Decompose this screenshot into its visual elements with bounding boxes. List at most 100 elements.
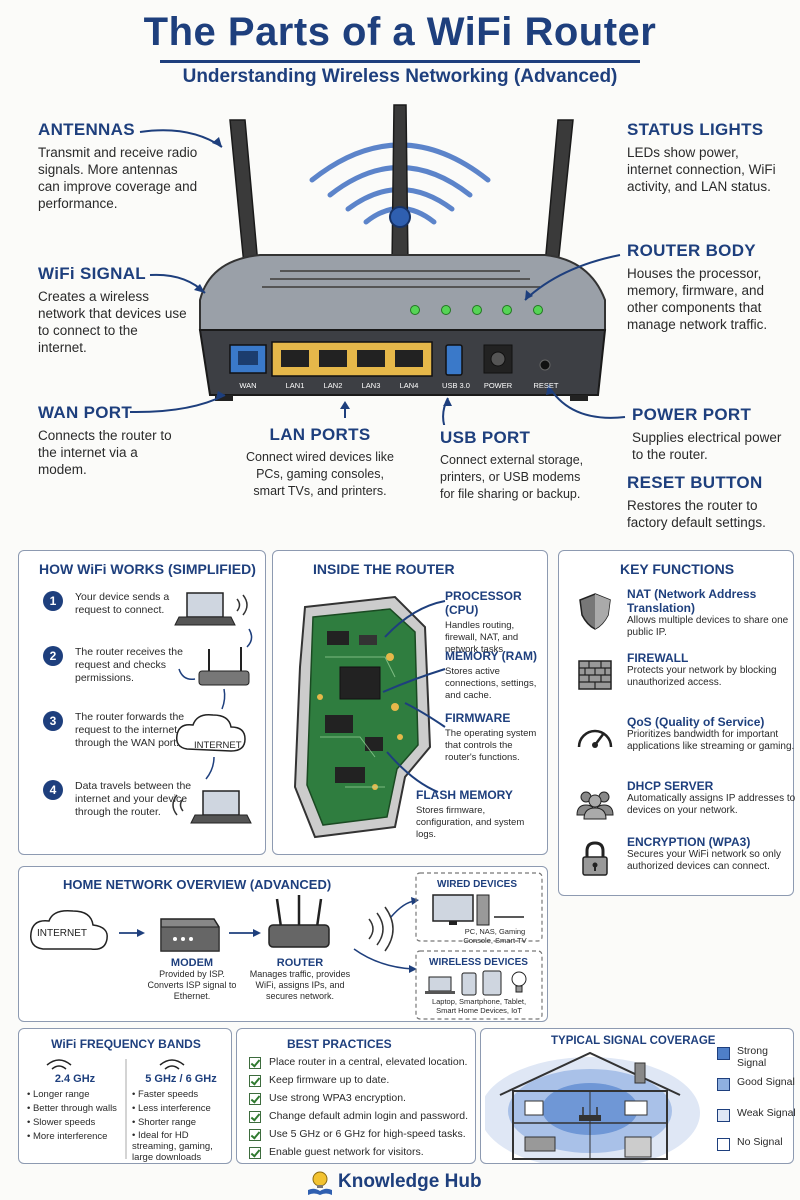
checkbox-icon [249, 1111, 261, 1123]
practice-text: Place router in a central, elevated loca… [269, 1056, 468, 1068]
key-function-nat: NAT (Network Address Translation) Allows… [569, 587, 794, 649]
step-number: 2 [43, 646, 63, 666]
key-functions-panel: KEY FUNCTIONS NAT (Network Address Trans… [558, 550, 795, 896]
callout-title: USB PORT [440, 428, 531, 447]
callout-title: ROUTER BODY [627, 241, 756, 260]
callout-text: Connect external storage, printers, or U… [440, 453, 584, 501]
port-label-lan2: LAN2 [323, 381, 343, 390]
panel-title: HOW WiFi WORKS (SIMPLIFIED) [39, 561, 256, 577]
laptop-icon [174, 592, 236, 626]
band-5-6-block: 5 GHz / 6 GHz Faster speeds Less interfe… [132, 1073, 230, 1163]
function-title: QoS (Quality of Service) [627, 715, 765, 729]
legend-label: Strong Signal [737, 1045, 768, 1069]
callout-text: Connect wired devices like PCs, gaming c… [246, 450, 394, 498]
speedometer-icon [577, 729, 613, 748]
step-text: Data travels between the internet and yo… [75, 780, 192, 818]
panel-title: HOME NETWORK OVERVIEW (ADVANCED) [63, 877, 332, 892]
internet-label: INTERNET [37, 928, 87, 939]
cloud-label: INTERNET [194, 740, 242, 751]
practice-text: Use 5 GHz or 6 GHz for high-speed tasks. [269, 1128, 466, 1140]
cpu-chip [339, 666, 381, 700]
callout-wifi-signal: WiFi SIGNAL Creates a wireless network t… [38, 264, 188, 356]
key-function-qos: QoS (Quality of Service) Prioritizes ban… [569, 715, 794, 777]
part-text: Stores active connections, settings, and… [445, 666, 537, 701]
port-label-reset: RESET [533, 381, 559, 390]
legend-label: Weak Signal [737, 1107, 796, 1119]
step-text: Your device sends a request to connect. [75, 591, 170, 616]
desktop-pc-icon [432, 894, 524, 926]
wireless-devices-icons [425, 970, 527, 996]
callout-text: Restores the router to factory default s… [627, 498, 766, 530]
step-text: The router forwards the request to the i… [75, 711, 185, 749]
panel-title: WiFi FREQUENCY BANDS [51, 1037, 201, 1051]
wifi-flow-illustration [172, 592, 253, 824]
padlock-icon [582, 841, 608, 876]
step-number: 1 [43, 591, 63, 611]
step-2: 2 The router receives the request and ch… [43, 646, 195, 685]
band-points: Longer range Better through walls Slower… [27, 1088, 123, 1144]
part-title: PROCESSOR (CPU) [445, 589, 522, 617]
lightbulb-book-icon [308, 1171, 332, 1195]
inside-router-panel: INSIDE THE ROUTER PROCESSOR (CPU) Handle… [272, 550, 548, 855]
modem-title: MODEM [170, 957, 214, 969]
callout-status-lights: STATUS LIGHTS LEDs show power, internet … [627, 120, 787, 195]
how-wifi-works-panel: HOW WiFi WORKS (SIMPLIFIED) 1 Your devic… [18, 550, 266, 855]
antenna-node [389, 206, 411, 228]
band-point: Less interference [132, 1102, 230, 1116]
router-in-house-icon [579, 1115, 601, 1121]
inside-part-ram: MEMORY (RAM) Stores active connections, … [445, 649, 545, 702]
router-node: ROUTER Manages traffic, provides WiFi, a… [247, 957, 353, 1002]
band-point: More interference [27, 1130, 123, 1144]
part-title: MEMORY (RAM) [445, 649, 537, 663]
router-illustration [129, 104, 626, 425]
port-label-lan1: LAN1 [285, 381, 305, 390]
function-text: Protects your network by blocking unauth… [627, 665, 777, 688]
wireless-devices-title: WIRELESS DEVICES [429, 957, 528, 968]
footer-brand: Knowledge Hub [300, 1168, 500, 1196]
port-label-wan: WAN [239, 381, 257, 390]
cloud-icon [30, 909, 108, 951]
band-point: Shorter range [132, 1116, 230, 1130]
checkbox-icon [249, 1147, 261, 1159]
home-network-panel: HOME NETWORK OVERVIEW (ADVANCED) [18, 866, 548, 1022]
modem-text: Provided by ISP. Converts ISP signal to … [147, 969, 237, 1001]
router-title: ROUTER [276, 957, 324, 969]
practice-item: Enable guest network for visitors. [249, 1145, 474, 1165]
wired-devices-text: PC, NAS, Gaming Console, Smart TV [463, 927, 527, 945]
legend-swatch [717, 1047, 730, 1060]
callout-usb-port: USB PORT Connect external storage, print… [440, 428, 590, 503]
function-title: ENCRYPTION (WPA3) [627, 835, 751, 849]
step-1: 1 Your device sends a request to connect… [43, 591, 195, 617]
function-text: Prioritizes bandwidth for important appl… [627, 729, 795, 752]
house-coverage-illustration [485, 1051, 700, 1163]
brand-name: Knowledge Hub [338, 1171, 482, 1192]
callout-title: WiFi SIGNAL [38, 264, 146, 283]
part-text: Handles routing, firewall, NAT, and netw… [445, 620, 519, 655]
users-icon [576, 791, 614, 820]
circuit-board-illustration [293, 595, 432, 839]
callout-router-body: ROUTER BODY Houses the processor, memory… [627, 241, 792, 333]
router-body [199, 254, 606, 331]
callout-title: LAN PORTS [269, 425, 371, 444]
page-subtitle: Understanding Wireless Networking (Advan… [182, 66, 618, 87]
step-number: 3 [43, 711, 63, 731]
practice-text: Enable guest network for visitors. [269, 1146, 424, 1158]
port-label-power: POWER [483, 381, 513, 390]
checkbox-icon [249, 1057, 261, 1069]
signal-coverage-panel: TYPICAL SIGNAL COVERAGE Strong Signal Go… [480, 1028, 796, 1164]
callout-lan-ports: LAN PORTS Connect wired devices like PCs… [240, 425, 400, 500]
band-point: Faster speeds [132, 1088, 230, 1102]
part-text: The operating system that controls the r… [445, 728, 537, 763]
practice-item: Use strong WPA3 encryption. [249, 1091, 474, 1111]
practice-text: Use strong WPA3 encryption. [269, 1092, 406, 1104]
band-point: Longer range [27, 1088, 123, 1102]
router-mini-icon [198, 647, 250, 686]
function-text: Allows multiple devices to share one pub… [627, 615, 789, 638]
port-label-usb: USB 3.0 [442, 381, 470, 390]
band-name: 2.4 GHz [54, 1073, 96, 1085]
wifi-icon [46, 1059, 185, 1070]
best-practices-panel: BEST PRACTICES Place router in a central… [236, 1028, 476, 1164]
legend-label: No Signal [737, 1136, 783, 1148]
function-title: FIREWALL [627, 651, 689, 665]
cloud-icon [175, 713, 246, 752]
